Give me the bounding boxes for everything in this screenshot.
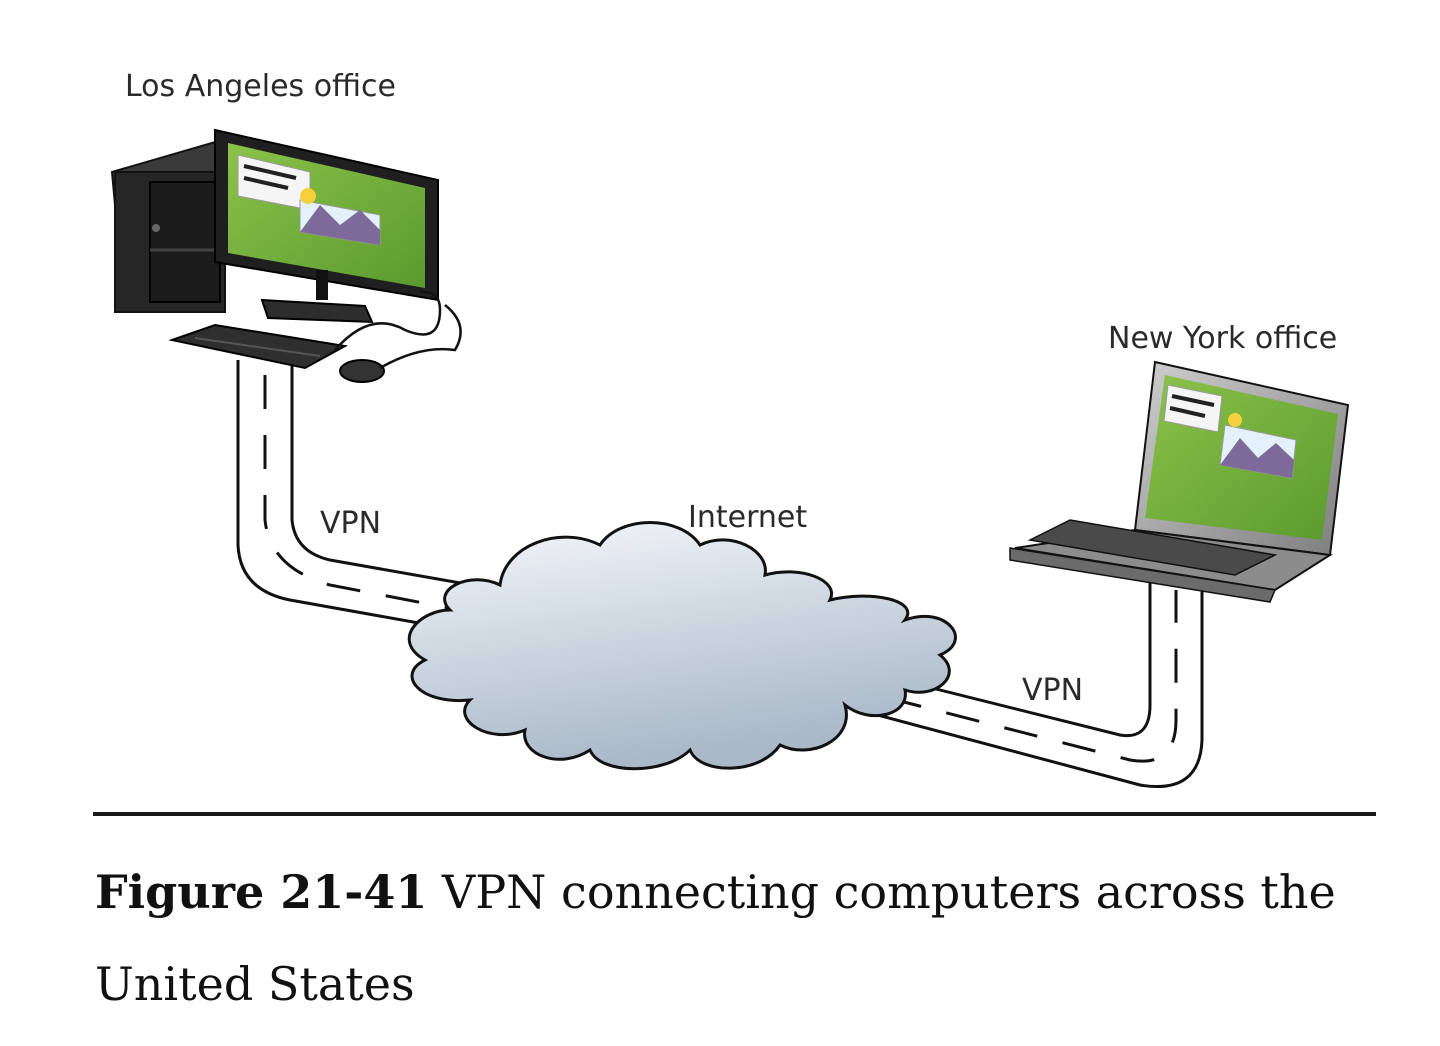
figure-caption: Figure 21-41 VPN connecting computers ac… bbox=[95, 846, 1385, 1030]
ny-office-label: New York office bbox=[1108, 321, 1337, 356]
internet-cloud bbox=[407, 521, 957, 771]
la-office-label: Los Angeles office bbox=[125, 69, 396, 104]
desktop-monitor bbox=[214, 128, 439, 324]
caption-rule bbox=[93, 812, 1376, 816]
vpn-right-label: VPN bbox=[1022, 673, 1083, 708]
desktop-keyboard bbox=[168, 323, 349, 370]
desktop-cables bbox=[334, 290, 462, 370]
figure-caption-text: VPN connecting computers across the Unit… bbox=[95, 865, 1336, 1011]
vpn-tunnel-right bbox=[819, 575, 1204, 788]
desktop-mouse bbox=[339, 359, 385, 383]
vpn-left-label: VPN bbox=[320, 506, 381, 541]
figure-number: Figure 21-41 bbox=[95, 865, 428, 919]
laptop bbox=[1009, 360, 1350, 603]
internet-label: Internet bbox=[688, 500, 807, 535]
desktop-tower bbox=[110, 138, 227, 313]
vpn-tunnel-left bbox=[236, 360, 501, 627]
